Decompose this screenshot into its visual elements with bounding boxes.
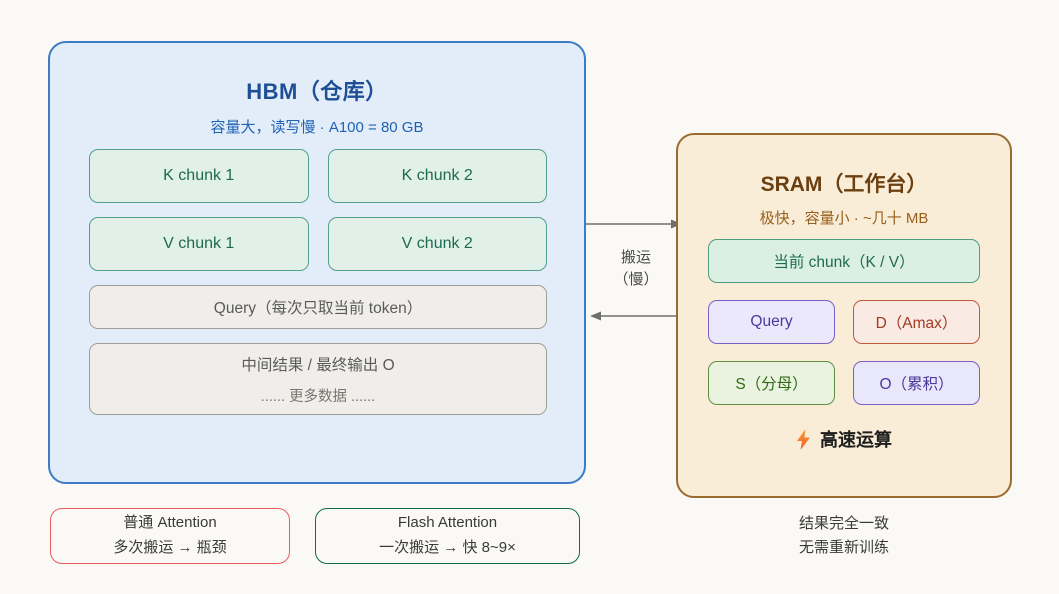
sram-item-s-label: S（分母） xyxy=(735,376,808,393)
sram-item-query[interactable]: Query xyxy=(708,300,835,344)
hbm-panel: HBM（仓库） 容量大，读写慢 · A100 = 80 GB K chunk 1… xyxy=(48,41,586,484)
lightning-bolt-glyph xyxy=(797,428,810,450)
sram-item-o-accumulator[interactable]: O（累积） xyxy=(853,361,980,405)
transfer-label-line1: 搬运 xyxy=(620,249,651,266)
hbm-chunk-v2[interactable]: V chunk 2 xyxy=(327,217,547,271)
transfer-label: 搬运 （慢） xyxy=(586,247,686,291)
hbm-chunk-k1-label: K chunk 1 xyxy=(163,167,235,184)
sram-footer-label: 高速运算 xyxy=(820,430,892,450)
sram-item-d-amax-label: D（Amax） xyxy=(875,315,958,332)
hbm-output-line2: ...... 更多数据 ...... xyxy=(260,388,376,405)
arrow-to-hbm-head-icon xyxy=(590,311,601,321)
hbm-subtitle: 容量大，读写慢 · A100 = 80 GB xyxy=(210,119,424,136)
sram-title: SRAM（工作台） xyxy=(760,173,928,196)
hbm-k-chunk-row: K chunk 1 K chunk 2 xyxy=(89,149,547,203)
result-note-line1: 结果完全一致 xyxy=(798,515,889,532)
lightning-bolt-icon xyxy=(796,428,811,450)
sram-subtitle: 极快，容量小 · ~几十 MB xyxy=(759,210,929,227)
hbm-chunk-v1-label: V chunk 1 xyxy=(163,235,235,252)
hbm-output-line1: 中间结果 / 最终输出 O xyxy=(241,356,395,374)
legend-normal-attention[interactable]: 普通 Attention 多次搬运 → 瓶颈 xyxy=(50,508,290,564)
hbm-content-grid: K chunk 1 K chunk 2 V chunk 1 V chunk 2 … xyxy=(89,149,547,415)
sram-row-1: Query D（Amax） xyxy=(708,300,980,344)
hbm-query-label: Query（每次只取当前 token） xyxy=(213,300,423,317)
hbm-output-box[interactable]: 中间结果 / 最终输出 O ...... 更多数据 ...... xyxy=(89,343,547,415)
hbm-chunk-k1[interactable]: K chunk 1 xyxy=(89,149,309,203)
legend-flash-line1: Flash Attention xyxy=(397,514,498,532)
transfer-arrows: 搬运 （慢） xyxy=(586,215,686,325)
sram-row-2: S（分母） O（累积） xyxy=(708,361,980,405)
sram-content-grid: 当前 chunk（K / V） Query D（Amax） S（分母） O（累积… xyxy=(708,239,980,422)
sram-current-chunk-box[interactable]: 当前 chunk（K / V） xyxy=(708,239,980,283)
sram-item-d-amax[interactable]: D（Amax） xyxy=(853,300,980,344)
hbm-title: HBM（仓库） xyxy=(246,79,388,104)
legend-flash-attention[interactable]: Flash Attention 一次搬运 → 快 8~9× xyxy=(315,508,580,564)
transfer-label-line2: （慢） xyxy=(613,270,659,288)
legend-normal-line2: 多次搬运 → 瓶颈 xyxy=(113,539,227,556)
hbm-chunk-v2-label: V chunk 2 xyxy=(401,235,473,252)
hbm-v-chunk-row: V chunk 1 V chunk 2 xyxy=(89,217,547,271)
legend-flash-line2: 一次搬运 → 快 8~9× xyxy=(379,539,516,556)
sram-item-s-denominator[interactable]: S（分母） xyxy=(708,361,835,405)
sram-footer: 高速运算 xyxy=(678,426,1010,452)
result-note-line2: 无需重新训练 xyxy=(798,539,889,556)
legend-normal-line1: 普通 Attention xyxy=(123,514,217,532)
hbm-query-box[interactable]: Query（每次只取当前 token） xyxy=(89,285,547,329)
sram-item-o-label: O（累积） xyxy=(879,376,954,393)
sram-panel: SRAM（工作台） 极快，容量小 · ~几十 MB 当前 chunk（K / V… xyxy=(676,133,1012,498)
sram-item-query-label: Query xyxy=(750,313,793,330)
hbm-chunk-k2[interactable]: K chunk 2 xyxy=(327,149,547,203)
sram-current-chunk-label: 当前 chunk（K / V） xyxy=(773,254,915,271)
result-note: 结果完全一致 无需重新训练 xyxy=(676,512,1012,560)
hbm-chunk-k2-label: K chunk 2 xyxy=(401,167,473,184)
hbm-chunk-v1[interactable]: V chunk 1 xyxy=(89,217,309,271)
